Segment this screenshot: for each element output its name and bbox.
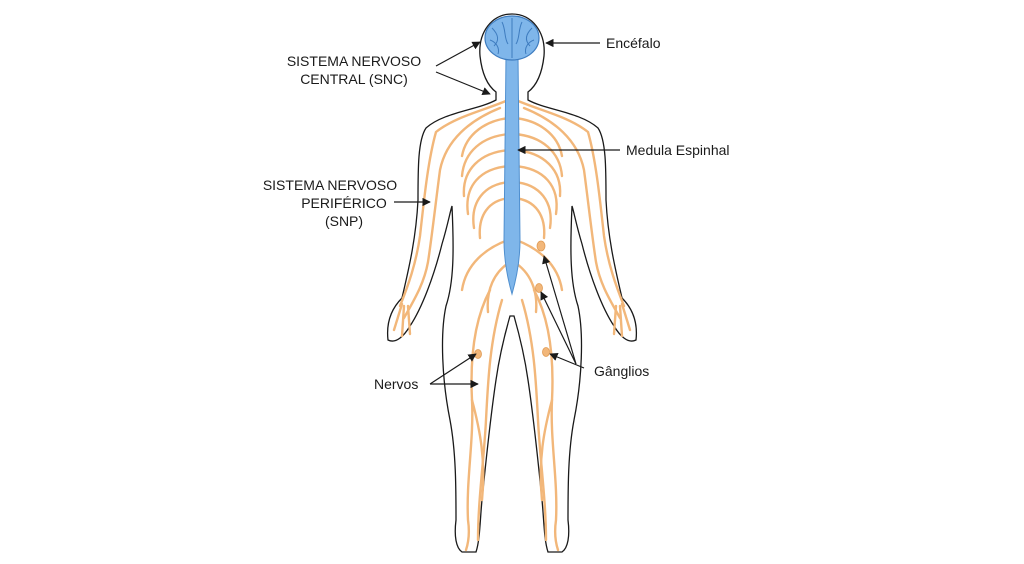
label-cns-line2: CENTRAL (SNC) [300, 71, 408, 87]
spinal-cord [503, 55, 521, 296]
diagram-labels: SISTEMA NERVOSO CENTRAL (SNC) Encéfalo M… [263, 35, 730, 392]
label-pns-line3: (SNP) [325, 213, 363, 229]
label-brain: Encéfalo [606, 35, 661, 51]
annotation-arrows [394, 38, 620, 389]
label-pns-line2: PERIFÉRICO [301, 195, 387, 211]
label-nerves: Nervos [374, 376, 418, 392]
label-spinal-cord: Medula Espinhal [626, 142, 730, 158]
label-pns-line1: SISTEMA NERVOSO [263, 177, 397, 193]
label-ganglia: Gânglios [594, 363, 649, 379]
label-cns-line1: SISTEMA NERVOSO [287, 53, 421, 69]
brain [484, 15, 540, 61]
